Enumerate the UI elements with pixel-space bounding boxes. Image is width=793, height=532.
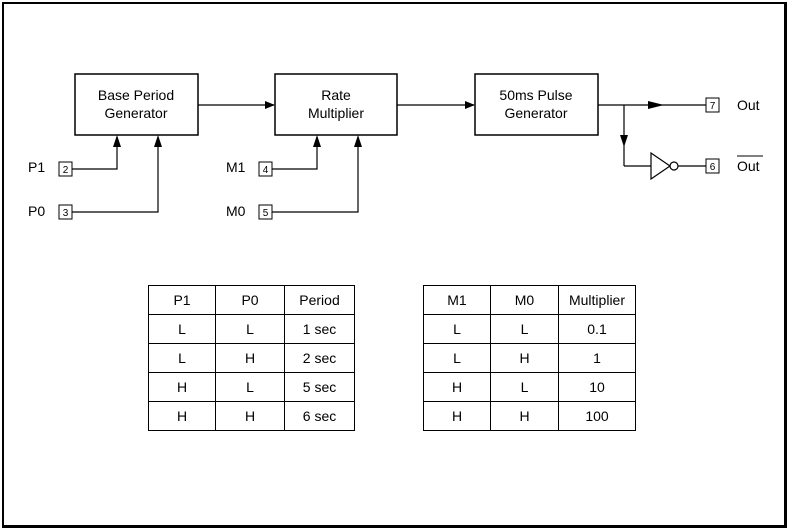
table-row: L H 1 (423, 343, 636, 373)
column-header: Multiplier (558, 285, 636, 315)
table-cell: L (490, 314, 559, 344)
diagram-frame (2, 2, 787, 528)
column-header: M1 (423, 285, 491, 315)
table-cell: 10 (558, 372, 636, 402)
table-cell: H (423, 372, 491, 402)
pin-out-bar-label: Out (737, 158, 760, 174)
table-cell: L (148, 314, 216, 344)
rate-multiplier-line2: Multiplier (308, 105, 364, 121)
table-cell: L (423, 314, 491, 344)
pin-out: 7 Out (705, 97, 760, 113)
column-header: P1 (148, 285, 216, 315)
branch-arrowhead (620, 135, 628, 147)
table-header-row: M1 M0 Multiplier (423, 285, 636, 315)
pin-m1: M1 4 (226, 159, 273, 177)
pin-out-label: Out (737, 97, 760, 113)
table-cell: H (215, 401, 285, 431)
table-cell: L (215, 372, 285, 402)
pulse-generator-line1: 50ms Pulse (499, 87, 572, 103)
table-cell: H (423, 401, 491, 431)
table-cell: L (148, 343, 216, 373)
table-cell: 1 sec (284, 314, 355, 344)
table-row: L L 1 sec (148, 314, 355, 344)
table-cell: H (490, 343, 559, 373)
inverter-gate (650, 151, 679, 181)
pin-m1-label: M1 (226, 159, 246, 175)
pin-p0-number: 3 (63, 208, 69, 219)
pin-m1-number: 4 (263, 165, 269, 176)
table-cell: L (215, 314, 285, 344)
pin-p1-number: 2 (63, 165, 69, 176)
pin-out-number: 7 (710, 101, 716, 112)
table-cell: H (490, 401, 559, 431)
column-header: P0 (215, 285, 285, 315)
table-header-row: P1 P0 Period (148, 285, 355, 315)
multiplier-table: M1 M0 Multiplier L L 0.1 L H 1 H L 10 H … (423, 285, 636, 431)
period-table: P1 P0 Period L L 1 sec L H 2 sec H L 5 s… (148, 285, 355, 431)
pin-m0: M0 5 (226, 203, 273, 220)
table-cell: H (148, 372, 216, 402)
column-header: Period (284, 285, 355, 315)
pin-out-bar-number: 6 (710, 162, 716, 173)
base-period-line1: Base Period (98, 87, 174, 103)
table-cell: 6 sec (284, 401, 355, 431)
table-row: L L 0.1 (423, 314, 636, 344)
rate-multiplier-block: Rate Multiplier (274, 73, 398, 136)
column-header: M0 (490, 285, 559, 315)
pulse-generator-block: 50ms Pulse Generator (474, 73, 599, 136)
pin-p0: P0 3 (28, 203, 73, 220)
table-cell: H (148, 401, 216, 431)
table-cell: 5 sec (284, 372, 355, 402)
table-cell: 1 (558, 343, 636, 373)
table-row: H H 100 (423, 401, 636, 431)
pin-m0-number: 5 (263, 208, 269, 219)
m1-wire (272, 137, 318, 170)
table-row: L H 2 sec (148, 343, 355, 373)
out-arrowhead (648, 101, 664, 109)
pin-p1: P1 2 (28, 159, 73, 177)
m0-wire (272, 137, 359, 213)
p1-wire (72, 137, 118, 170)
table-row: H L 5 sec (148, 372, 355, 402)
base-period-line2: Generator (104, 105, 167, 121)
p0-wire (72, 137, 159, 213)
table-cell: H (215, 343, 285, 373)
table-row: H H 6 sec (148, 401, 355, 431)
table-cell: 2 sec (284, 343, 355, 373)
pin-p1-label: P1 (28, 159, 45, 175)
table-cell: L (423, 343, 491, 373)
base-period-generator-block: Base Period Generator (74, 73, 199, 136)
rate-multiplier-line1: Rate (321, 87, 351, 103)
table-cell: L (490, 372, 559, 402)
pin-out-bar: 6 Out (705, 155, 763, 174)
pin-m0-label: M0 (226, 203, 246, 219)
table-cell: 0.1 (558, 314, 636, 344)
pulse-generator-line2: Generator (504, 105, 567, 121)
pin-p0-label: P0 (28, 203, 45, 219)
table-cell: 100 (558, 401, 636, 431)
table-row: H L 10 (423, 372, 636, 402)
